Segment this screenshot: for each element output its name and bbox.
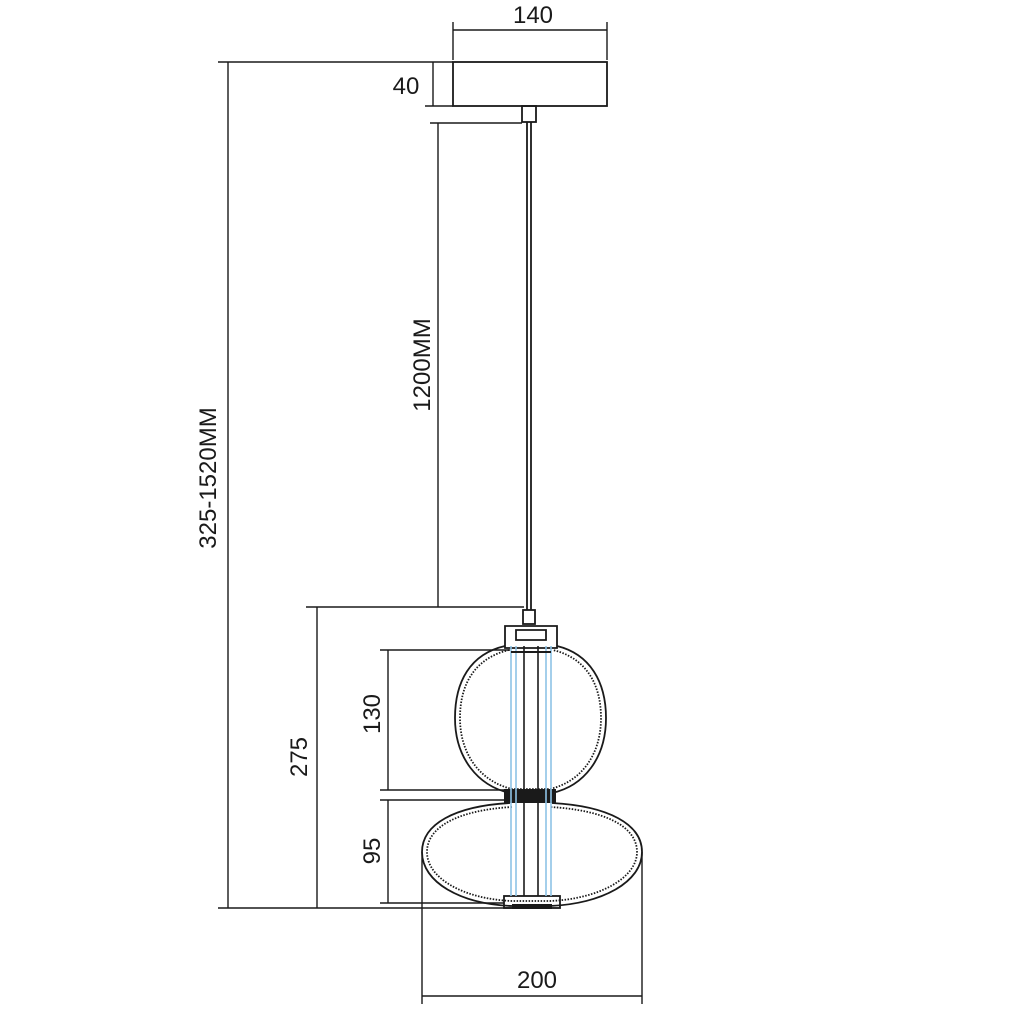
dim-upper-globe-height: 130 bbox=[359, 649, 510, 791]
dim-canopy-height: 40 bbox=[218, 61, 453, 107]
dim-shade-height-label: 275 bbox=[286, 737, 313, 777]
dim-lower-globe-height-label: 95 bbox=[359, 838, 386, 865]
dim-cable-length: 1200MM bbox=[409, 122, 522, 607]
dim-overall-height-label: 325-1520MM bbox=[195, 407, 222, 548]
dim-cable-length-label: 1200MM bbox=[409, 318, 436, 411]
canopy-connector bbox=[521, 105, 537, 123]
upper-globe-inner bbox=[459, 649, 602, 790]
lamp-top-cap bbox=[504, 625, 558, 649]
lamp-top-cap-inner bbox=[515, 629, 547, 641]
dim-shade-width: 200 bbox=[421, 852, 643, 1004]
dim-shade-height: 275 bbox=[286, 606, 524, 908]
dim-canopy-width: 140 bbox=[452, 2, 608, 60]
dim-lower-globe-height: 95 bbox=[359, 799, 504, 904]
bottom-cap-base bbox=[512, 904, 552, 909]
dim-upper-globe-height-label: 130 bbox=[359, 694, 386, 734]
dim-overall-height: 325-1520MM bbox=[195, 62, 512, 909]
cable-clamp bbox=[522, 609, 536, 625]
light-tube bbox=[510, 646, 552, 896]
ceiling-canopy bbox=[452, 61, 608, 107]
middle-connector-ring bbox=[504, 789, 556, 803]
lower-globe-inner bbox=[426, 806, 638, 902]
dim-canopy-height-label: 40 bbox=[393, 73, 420, 100]
dim-canopy-width-label: 140 bbox=[513, 2, 553, 29]
dim-shade-width-label: 200 bbox=[517, 967, 557, 994]
